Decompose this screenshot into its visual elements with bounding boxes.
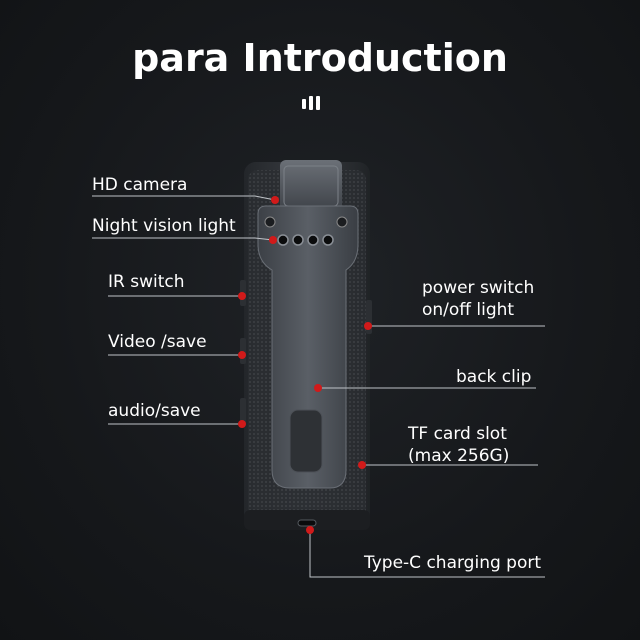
camera-head — [280, 160, 342, 212]
label-audio-save: audio/save — [108, 401, 201, 421]
label-back-clip: back clip — [456, 367, 532, 387]
night-vision-leds — [277, 234, 334, 246]
callout-dots — [238, 196, 372, 534]
label-night-vision-light: Night vision light — [92, 216, 236, 236]
label-tf-card-max: (max 256G) — [408, 446, 510, 466]
page-title: para Introduction — [132, 36, 508, 80]
label-type-c-charging-port: Type-C charging port — [364, 553, 542, 573]
callout-lines — [92, 195, 545, 578]
label-ir-switch: IR switch — [108, 272, 185, 292]
label-power-switch: power switch — [422, 278, 535, 298]
decorative-bars-icon — [302, 96, 326, 112]
label-tf-card-slot: TF card slot — [408, 424, 507, 444]
label-hd-camera: HD camera — [92, 175, 188, 195]
label-video-save: Video /save — [108, 332, 207, 352]
back-clip — [257, 205, 359, 489]
label-on-off-light: on/off light — [422, 300, 515, 320]
